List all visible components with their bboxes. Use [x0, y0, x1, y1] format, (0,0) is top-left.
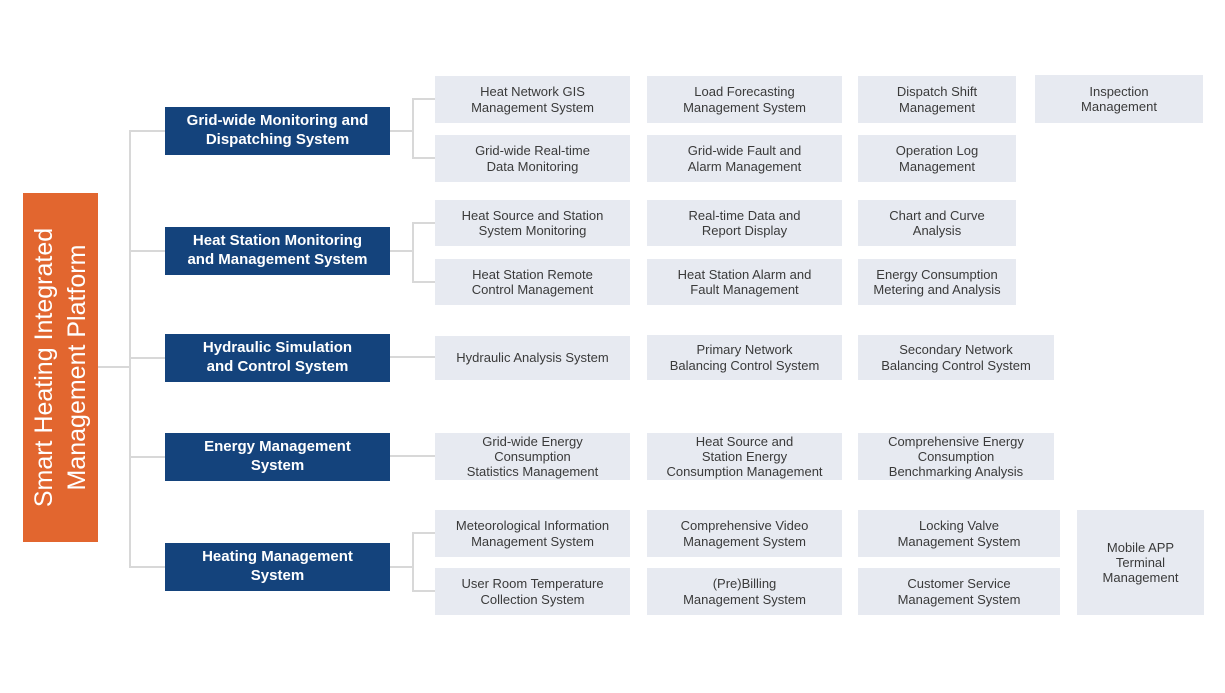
connector-line	[412, 281, 435, 283]
leaf-box-primary-network-balancing: Primary Network Balancing Control System	[647, 335, 842, 380]
leaf-box-secondary-network-balancing: Secondary Network Balancing Control Syst…	[858, 335, 1054, 380]
connector-line	[412, 157, 435, 159]
connector-line	[412, 532, 435, 534]
leaf-box-comprehensive-video: Comprehensive Video Management System	[647, 510, 842, 557]
leaf-box-grid-wide-energy-statistics: Grid-wide Energy Consumption Statistics …	[435, 433, 630, 480]
connector-line	[412, 98, 414, 159]
leaf-box-realtime-data-report: Real-time Data and Report Display	[647, 200, 842, 246]
leaf-box-load-forecasting: Load Forecasting Management System	[647, 76, 842, 123]
leaf-box-mobile-app-terminal: Mobile APP Terminal Management	[1077, 510, 1204, 615]
connector-line	[390, 566, 414, 568]
root-platform-label: Smart Heating Integrated Management Plat…	[30, 227, 91, 508]
leaf-box-pre-billing: (Pre)Billing Management System	[647, 568, 842, 615]
section-box-heating-management: Heating Management System	[165, 543, 390, 591]
connector-line	[412, 98, 435, 100]
section-box-grid-wide-monitoring: Grid-wide Monitoring and Dispatching Sys…	[165, 107, 390, 155]
connector-line	[98, 366, 130, 368]
leaf-box-grid-wide-fault-alarm: Grid-wide Fault and Alarm Management	[647, 135, 842, 182]
leaf-box-operation-log: Operation Log Management	[858, 135, 1016, 182]
root-platform-box: Smart Heating Integrated Management Plat…	[23, 193, 98, 542]
connector-line	[129, 357, 165, 359]
connector-line	[412, 590, 435, 592]
leaf-box-customer-service: Customer Service Management System	[858, 568, 1060, 615]
connector-line	[390, 250, 414, 252]
leaf-box-chart-curve-analysis: Chart and Curve Analysis	[858, 200, 1016, 246]
leaf-box-user-room-temperature: User Room Temperature Collection System	[435, 568, 630, 615]
connector-line	[390, 356, 435, 358]
connector-line	[129, 456, 165, 458]
connector-line	[129, 130, 131, 568]
connector-line	[129, 130, 165, 132]
section-box-heat-station-monitoring: Heat Station Monitoring and Management S…	[165, 227, 390, 275]
leaf-box-heat-source-station-monitoring: Heat Source and Station System Monitorin…	[435, 200, 630, 246]
leaf-box-dispatch-shift: Dispatch Shift Management	[858, 76, 1016, 123]
section-box-hydraulic-simulation: Hydraulic Simulation and Control System	[165, 334, 390, 382]
section-box-energy-management: Energy Management System	[165, 433, 390, 481]
connector-line	[129, 566, 165, 568]
leaf-box-hydraulic-analysis: Hydraulic Analysis System	[435, 336, 630, 380]
connector-line	[390, 130, 414, 132]
leaf-box-energy-consumption-metering: Energy Consumption Metering and Analysis	[858, 259, 1016, 305]
leaf-box-grid-wide-realtime-data: Grid-wide Real-time Data Monitoring	[435, 135, 630, 182]
connector-line	[412, 532, 414, 592]
connector-line	[412, 222, 435, 224]
leaf-box-heat-network-gis: Heat Network GIS Management System	[435, 76, 630, 123]
leaf-box-meteorological-information: Meteorological Information Management Sy…	[435, 510, 630, 557]
leaf-box-locking-valve: Locking Valve Management System	[858, 510, 1060, 557]
leaf-box-heat-station-alarm-fault: Heat Station Alarm and Fault Management	[647, 259, 842, 305]
connector-line	[129, 250, 165, 252]
leaf-box-inspection: Inspection Management	[1035, 75, 1203, 123]
leaf-box-heat-station-remote-control: Heat Station Remote Control Management	[435, 259, 630, 305]
connector-line	[412, 222, 414, 283]
leaf-box-heat-source-station-energy: Heat Source and Station Energy Consumpti…	[647, 433, 842, 480]
connector-line	[390, 455, 435, 457]
leaf-box-comprehensive-energy-benchmarking: Comprehensive Energy Consumption Benchma…	[858, 433, 1054, 480]
